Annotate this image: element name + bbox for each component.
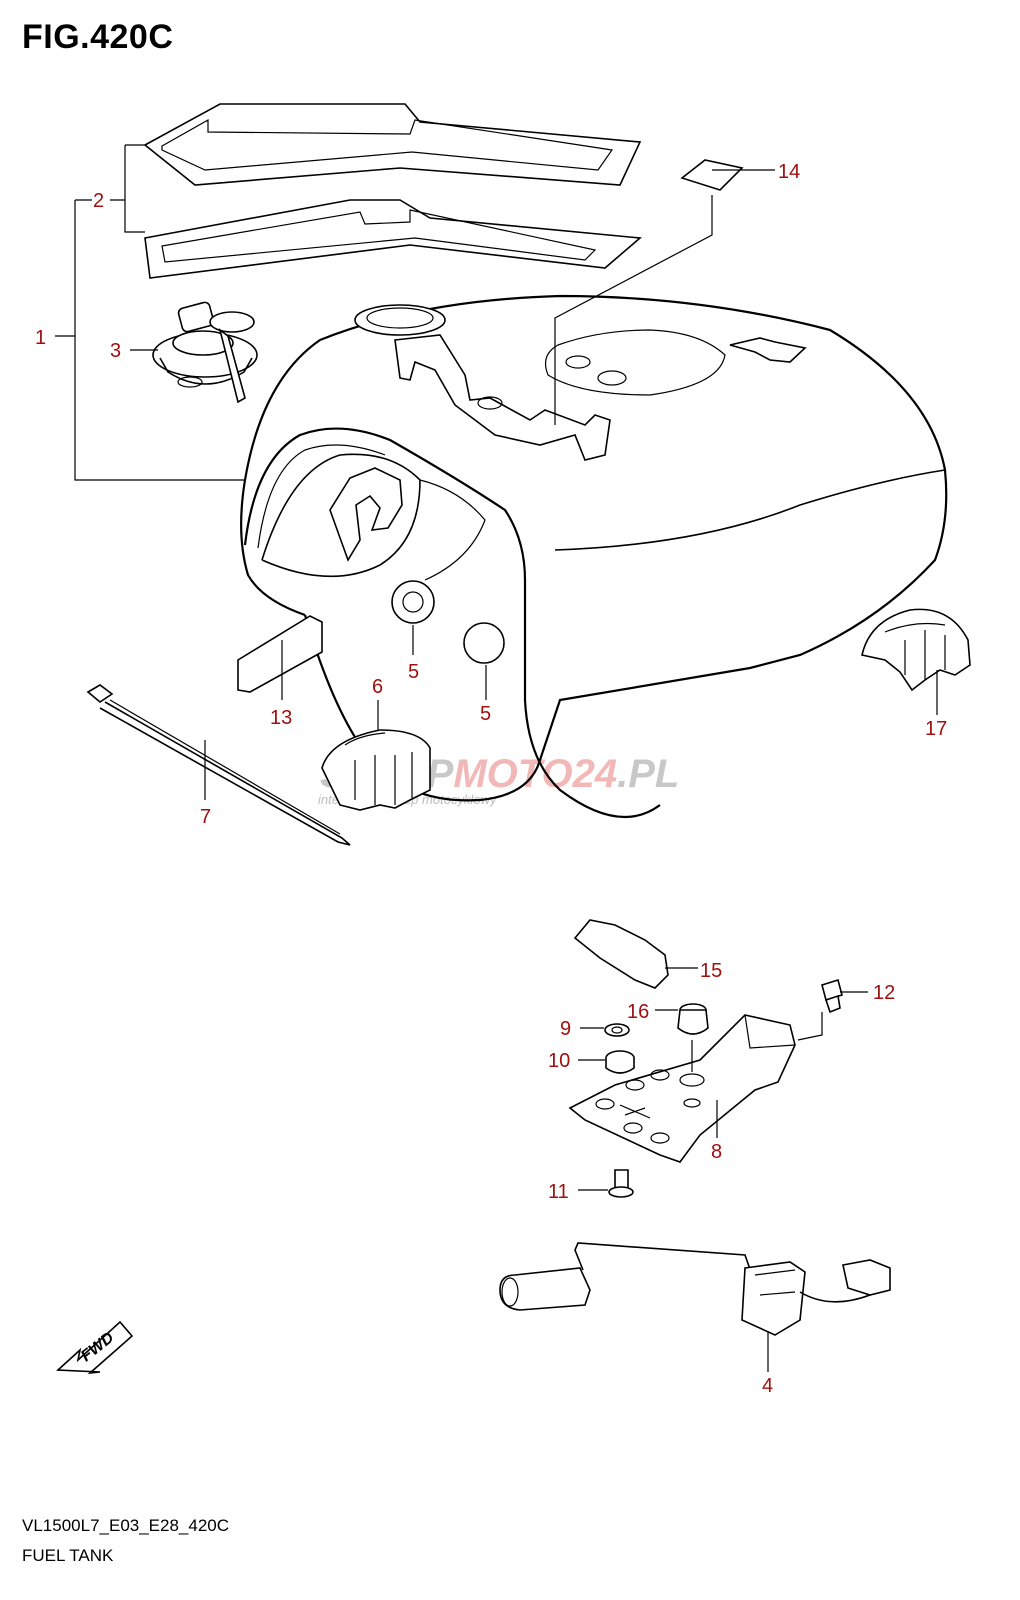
callout-12: 12 [873, 982, 895, 1004]
callout-1: 1 [35, 327, 46, 349]
fwd-arrow-icon: FWD [56, 1320, 134, 1375]
collar-10 [605, 1050, 635, 1074]
callout-8: 8 [711, 1141, 722, 1163]
callout-9: 9 [560, 1018, 571, 1040]
decal-lower [144, 199, 642, 279]
figure-code: VL1500L7_E03_E28_420C [22, 1516, 230, 1535]
fuel-cap [152, 301, 258, 404]
bolt-12 [821, 978, 843, 1014]
figure-name: FUEL TANK [22, 1546, 114, 1565]
callouts: 1 2 3 14 5 5 6 13 7 17 15 12 16 9 10 8 1… [35, 161, 947, 1397]
callout-17: 17 [925, 718, 947, 740]
callout-5b: 5 [480, 703, 491, 725]
callout-16: 16 [627, 1001, 649, 1023]
bracket-8 [568, 1014, 796, 1163]
callout-7: 7 [200, 806, 211, 828]
watermark-number: 24 [572, 752, 618, 796]
cushion-15 [573, 919, 669, 989]
callout-3: 3 [110, 340, 121, 362]
stopper-16 [677, 1003, 709, 1035]
fuel-tank [240, 294, 948, 819]
callout-2: 2 [93, 190, 104, 212]
washer-9 [604, 1023, 630, 1037]
callout-4: 4 [762, 1375, 773, 1397]
callout-10: 10 [548, 1050, 570, 1072]
callout-6: 6 [372, 676, 383, 698]
callout-15: 15 [700, 960, 722, 982]
callout-11: 11 [548, 1181, 569, 1203]
callout-5a: 5 [408, 661, 419, 683]
figure-title: FIG.420C [22, 18, 174, 56]
cushion-17 [861, 608, 971, 692]
watermark-accent: MOTO [453, 752, 572, 796]
cushion-6 [321, 729, 431, 811]
screw-11 [608, 1169, 634, 1198]
watermark-suffix: .PL [617, 752, 679, 796]
decal-upper [143, 103, 642, 186]
label-13 [237, 615, 323, 693]
label-plate-14 [680, 159, 744, 191]
callout-13: 13 [270, 707, 292, 729]
leader-lines [55, 144, 938, 1372]
cable-tie [86, 684, 351, 846]
callout-14: 14 [778, 161, 800, 183]
grommet-5a [391, 580, 435, 624]
fuel-level-sensor [499, 1242, 891, 1336]
grommet-5b [463, 622, 505, 664]
